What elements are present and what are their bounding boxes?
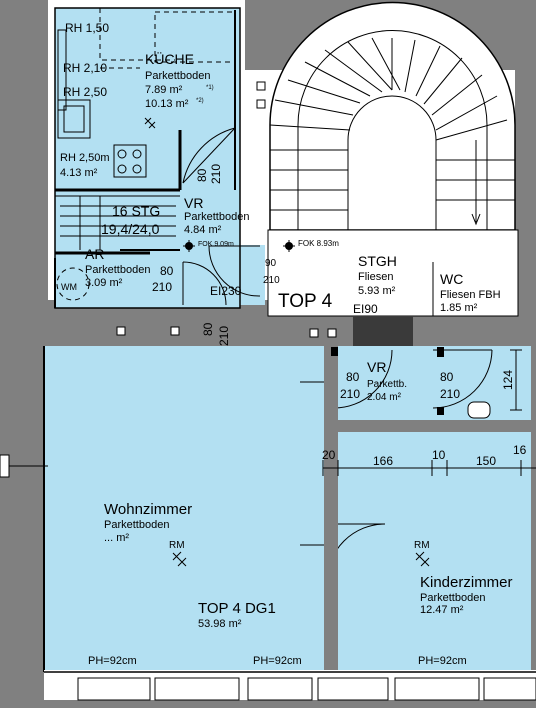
door2-height: 210 — [152, 280, 172, 294]
stgh-floor: Fliesen — [358, 271, 393, 283]
door3-height: 210 — [263, 275, 280, 286]
ar-floor: Parkettboden — [85, 264, 150, 276]
vr-mid-name: VR — [367, 359, 386, 375]
wall-dimensions: 20 166 10 150 16 — [322, 443, 527, 468]
smoke-detector-icons — [144, 117, 430, 567]
dim-10: 10 — [432, 448, 446, 462]
stgh-wc-area — [267, 229, 519, 346]
living-floor: Parkettboden — [104, 519, 169, 531]
kids-room-labels: RM Kinderzimmer Parkettboden 12.47 m² PH… — [414, 540, 513, 667]
wc-name: WC — [440, 271, 463, 287]
door5-height: 210 — [340, 387, 360, 401]
vr-mid-labels: VR Parkettb. 2.04 m² — [367, 359, 407, 403]
door5-width: 80 — [346, 370, 360, 384]
door2-width: 80 — [160, 264, 174, 278]
door6-width: 80 — [440, 370, 454, 384]
dimension-line — [322, 349, 536, 476]
kids-area: 12.47 m² — [420, 604, 464, 616]
door-dimensions: 80 210 80 210 90 210 80 210 80 210 80 21… — [152, 164, 515, 401]
kitchen-area2: 10.13 m² — [145, 98, 189, 110]
door4-height: 210 — [217, 326, 231, 346]
kitchen-name: KÜCHE — [145, 50, 194, 67]
kitchen-rh4: RH 2,50m — [60, 152, 110, 164]
vr-top-area: 4.84 m² — [184, 224, 222, 236]
kitchen-note1: *1) — [206, 85, 214, 91]
living-name: Wohnzimmer — [104, 501, 192, 518]
kids-rm: RM — [414, 540, 430, 551]
small-stair-steps — [55, 195, 180, 250]
living-ph2: PH=92cm — [253, 655, 302, 667]
fire-rating-ei30: EI230 — [210, 284, 242, 298]
fok-markers — [183, 240, 295, 252]
smoke-detector-icon — [144, 117, 156, 129]
ar-labels: AR Parkettboden 3.09 m² WM — [61, 246, 150, 292]
ar-wm: WM — [61, 282, 77, 292]
kitchen-labels: RH 1,50 RH 2,10 RH 2,50 KÜCHE Parkettbod… — [60, 21, 214, 179]
vr-mid-floor: Parkettb. — [367, 379, 407, 390]
kids-ph: PH=92cm — [418, 655, 467, 667]
dim-150: 150 — [476, 454, 496, 468]
ar-name: AR — [85, 246, 104, 262]
kitchen-rh2: RH 2,10 — [63, 61, 107, 75]
small-stair-labels: 16 STG 19,4/24,0 — [101, 203, 160, 237]
kitchen-details — [54, 7, 241, 309]
living-unit-area: 53.98 m² — [198, 618, 242, 630]
vr-top-labels: VR Parkettboden 4.84 m² — [184, 195, 249, 236]
entry-marker — [0, 454, 48, 478]
fire-rating-ei90: EI90 — [353, 302, 378, 316]
smoke-detector-icon — [172, 551, 187, 567]
small-stair-dims: 19,4/24,0 — [101, 221, 160, 237]
fok-secondary: FOK 9.09m — [198, 241, 234, 248]
vr-mid-area: 2.04 m² — [367, 392, 402, 403]
kitchen-note2: *2) — [196, 98, 204, 104]
vr-top-name: VR — [184, 195, 203, 211]
door4-width: 80 — [201, 322, 215, 336]
vr-top-floor: Parkettboden — [184, 211, 249, 223]
kids-floor: Parkettboden — [420, 592, 485, 604]
kitchen-rh3: RH 2,50 — [63, 85, 107, 99]
stgh-fok: FOK 8.93m — [298, 239, 339, 248]
small-stair-label: 16 STG — [112, 203, 160, 219]
kitchen-rh1: RH 1,50 — [65, 21, 109, 35]
wc-fixture — [331, 347, 491, 419]
vent-markers — [116, 81, 337, 338]
door3-width: 90 — [265, 258, 277, 269]
living-ph1: PH=92cm — [88, 655, 137, 667]
dim-16: 16 — [513, 443, 527, 457]
wc-door-dim: 124 — [501, 370, 515, 390]
kids-name: Kinderzimmer — [420, 574, 513, 591]
stgh-name: STGH — [358, 253, 397, 269]
stair-arrow-head — [471, 213, 481, 226]
stairwell — [269, 1, 516, 231]
stgh-area: 5.93 m² — [358, 285, 396, 297]
wc-area: 1.85 m² — [440, 302, 478, 314]
dim-20: 20 — [322, 448, 336, 462]
kitchen-floor: Parkettboden — [145, 70, 210, 82]
stgh-labels: FOK 8.93m FOK 9.09m STGH Fliesen 5.93 m² — [198, 239, 397, 297]
kitchen-area3: 4.13 m² — [60, 167, 98, 179]
wc-labels: WC Fliesen FBH 1.85 m² — [440, 271, 501, 314]
door1-width: 80 — [195, 168, 209, 182]
living-area: ... m² — [104, 532, 129, 544]
door1-height: 210 — [209, 164, 223, 184]
door6-height: 210 — [440, 387, 460, 401]
ar-area: 3.09 m² — [85, 277, 123, 289]
wc-floor: Fliesen FBH — [440, 289, 501, 301]
living-unit: TOP 4 DG1 — [198, 600, 276, 617]
smoke-detector-icon — [415, 551, 430, 567]
interior-walls — [43, 346, 536, 701]
unit-label: TOP 4 — [278, 291, 333, 312]
living-room-labels: Wohnzimmer Parkettboden ... m² RM TOP 4 … — [88, 501, 302, 667]
living-rm: RM — [169, 540, 185, 551]
stair-steps — [269, 37, 515, 211]
kitchen-area1: 7.89 m² — [145, 84, 183, 96]
dim-166: 166 — [373, 454, 393, 468]
